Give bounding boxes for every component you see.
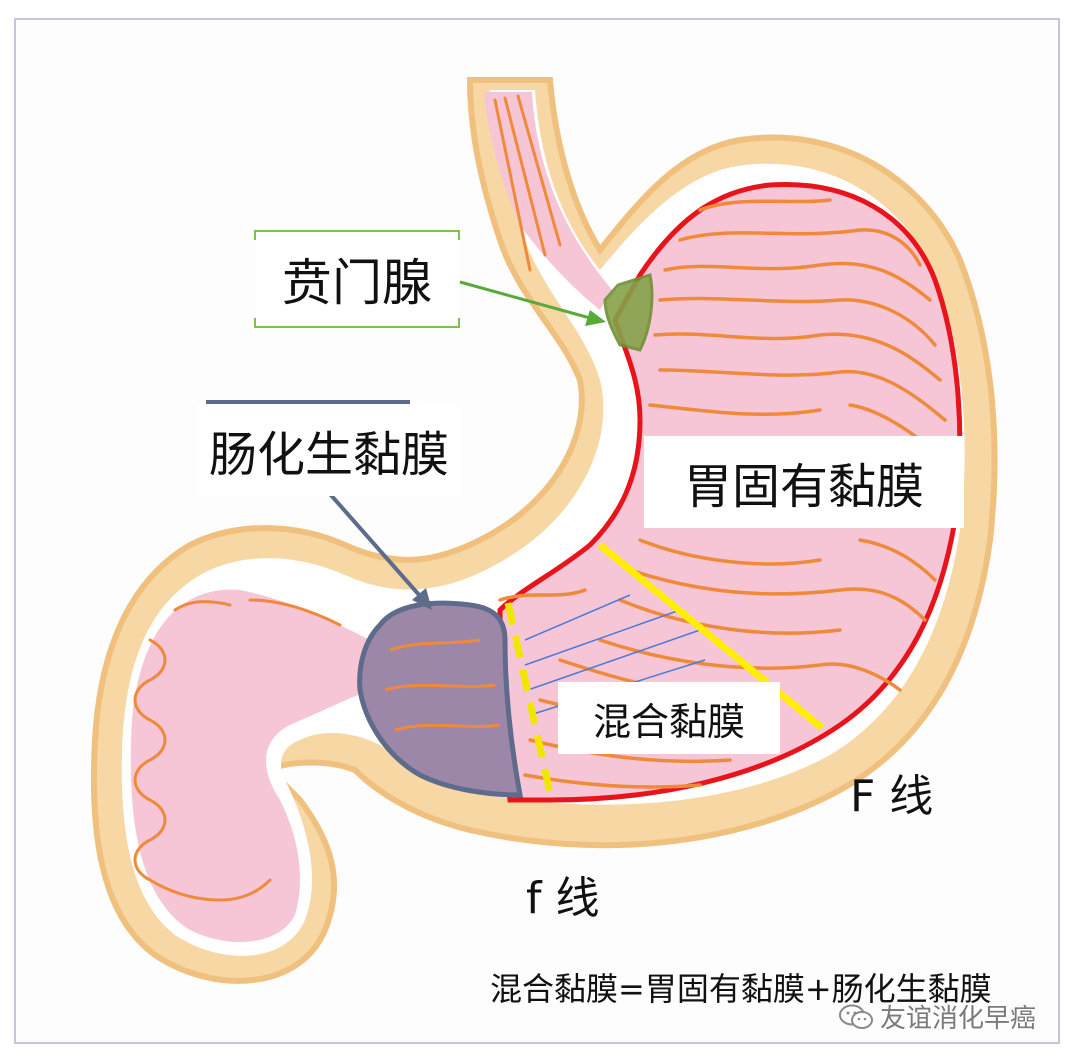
F-line-label: F 线 <box>850 771 934 822</box>
cardiac-gland-region <box>603 273 654 352</box>
F-line <box>597 542 825 731</box>
f-line-label: f 线 <box>526 873 600 924</box>
formula-caption: 混合黏膜=胃固有黏膜+肠化生黏膜 <box>490 970 992 1008</box>
duodenum-mucosa <box>130 589 370 942</box>
cardiac-gland-label: 贲门腺 <box>256 232 458 326</box>
intestinal-metaplasia-region <box>357 600 523 798</box>
cardiac-arrow <box>459 280 591 320</box>
mucosal-folds <box>498 198 947 789</box>
intestinal-metaplasia-label: 肠化生黏膜 <box>198 404 460 496</box>
metaplasia-folds <box>384 638 501 732</box>
cardiac-arrowhead <box>585 310 606 326</box>
mixed-mucosa-hatch <box>524 594 706 716</box>
metaplasia-arrow <box>328 492 422 598</box>
mixed-mucosa-label: 混合黏膜 <box>558 682 780 754</box>
duodenal-folds <box>133 94 562 902</box>
watermark-text: 友谊消化早癌 <box>880 1004 1037 1034</box>
wechat-icon <box>839 1004 873 1029</box>
metaplasia-arrowhead <box>412 588 432 610</box>
fundic-mucosa-label: 胃固有黏膜 <box>644 436 964 528</box>
watermark: 友谊消化早癌 <box>838 998 1036 1035</box>
